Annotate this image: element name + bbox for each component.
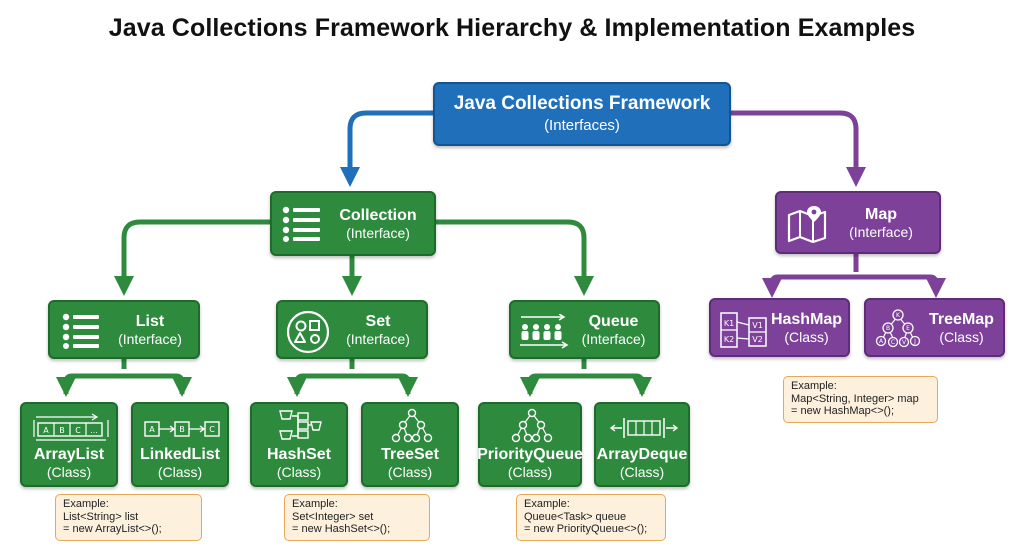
arraydeque-sub: (Class): [619, 463, 665, 480]
example-note-map-line-1: Example:: [791, 380, 837, 392]
linkedlist-sub: (Class): [157, 463, 203, 480]
map-interface-node: Map (Interface): [775, 191, 941, 254]
arrow-collection-to-queue: [436, 219, 594, 296]
example-note-map-line-2: Map<String, Integer> map: [791, 392, 919, 405]
arrow-list-branches: [63, 359, 185, 394]
arrow-root-to-collection: [340, 110, 433, 187]
example-note-set-line-3: = new HashSet<>();: [292, 523, 391, 535]
example-note-queue-line-3: = new PriorityQueue<>();: [524, 523, 648, 535]
root-node-name: Java Collections Framework: [453, 93, 711, 114]
treeset-name: TreeSet: [381, 445, 439, 463]
collection-interface-node: Collection (Interface): [270, 191, 436, 256]
map-sub: (Interface): [849, 223, 913, 240]
buckets-icon: [279, 410, 322, 440]
hashmap-icon-k2: K2: [724, 335, 734, 344]
diagram-title: Java Collections Framework Hierarchy & I…: [108, 14, 916, 42]
array-icon: A B C ...: [33, 413, 109, 441]
arrow-map-branches: [769, 254, 939, 290]
arraylist-icon-more: ...: [90, 426, 98, 435]
example-note-set-line-1: Example:: [292, 498, 338, 510]
collection-name: Collection: [339, 206, 417, 224]
queue-name: Queue: [588, 312, 639, 330]
arrow-queue-branches: [527, 359, 645, 394]
hashmap-name: HashMap: [770, 310, 843, 328]
example-note-set: Example: Set<Integer> set = new HashSet<…: [284, 494, 430, 541]
set-sub: (Interface): [346, 330, 410, 347]
treemap-icon-j: J: [913, 338, 916, 345]
treemap-name: TreeMap: [929, 310, 994, 328]
example-note-map-line-3: = new HashMap<>();: [791, 405, 895, 417]
example-note-list-line-1: Example:: [63, 498, 109, 510]
hashmap-class-node: K1 V1 K2 V2 HashMap (Class): [709, 298, 850, 357]
treeset-class-node: TreeSet (Class): [361, 402, 459, 487]
example-note-map: Example: Map<String, Integer> map = new …: [783, 376, 938, 423]
list-icon: [282, 206, 320, 242]
priorityqueue-name: PriorityQueue: [477, 445, 583, 463]
arraydeque-class-node: ArrayDeque (Class): [594, 402, 690, 487]
example-note-set-line-2: Set<Integer> set: [292, 510, 374, 523]
example-note-list-line-2: List<String> list: [63, 510, 139, 523]
priorityqueue-sub: (Class): [507, 463, 553, 480]
treemap-icon-b: B: [886, 325, 890, 332]
linkedlist-icon-c: C: [209, 425, 215, 434]
hashset-class-node: HashSet (Class): [250, 402, 348, 487]
arrow-collection-to-list: [114, 219, 270, 296]
linkedlist-name: LinkedList: [139, 445, 220, 463]
hashset-name: HashSet: [266, 445, 332, 463]
example-note-queue: Example: Queue<Task> queue = new Priorit…: [516, 494, 666, 541]
key-value-icon: K1 V1 K2 V2: [720, 312, 767, 348]
arraylist-sub: (Class): [46, 463, 92, 480]
map-name: Map: [865, 205, 897, 223]
treemap-icon-v: V: [902, 339, 907, 346]
arrow-root-to-map: [731, 110, 866, 187]
queue-interface-node: Queue (Interface): [509, 300, 660, 359]
deque-icon: [610, 418, 678, 438]
treemap-icon-c: C: [891, 339, 895, 346]
arrow-set-branches: [294, 359, 411, 394]
arraylist-class-node: A B C ... ArrayList (Class): [20, 402, 118, 487]
list-interface-node: List (Interface): [48, 300, 200, 359]
treemap-icon-a: A: [879, 338, 884, 345]
hashset-sub: (Class): [276, 463, 322, 480]
map-icon: [787, 206, 827, 243]
root-node-java-collections-framework: Java Collections Framework (Interfaces): [433, 82, 731, 146]
list-sub: (Interface): [118, 330, 182, 347]
linkedlist-class-node: A B C LinkedList (Class): [131, 402, 229, 487]
arraylist-name: ArrayList: [33, 445, 105, 463]
linkedlist-icon-b: B: [179, 425, 185, 434]
list-icon: [62, 313, 99, 349]
linked-list-icon: A B C: [144, 421, 220, 437]
hashmap-icon-v2: V2: [752, 335, 763, 344]
heap-tree-icon: [511, 408, 553, 443]
tree-icon: [391, 408, 433, 443]
shapes-icon: [286, 310, 330, 354]
example-note-list-line-3: = new ArrayList<>();: [63, 523, 162, 535]
treeset-sub: (Class): [387, 463, 433, 480]
queue-sub: (Interface): [581, 330, 646, 347]
treemap-icon-e: E: [906, 325, 910, 332]
list-name: List: [135, 312, 165, 330]
linkedlist-icon-a: A: [149, 425, 155, 434]
example-note-queue-line-1: Example:: [524, 498, 570, 510]
set-interface-node: Set (Interface): [276, 300, 428, 359]
treemap-sub: (Class): [939, 328, 984, 345]
hashmap-icon-k1: K1: [724, 319, 734, 328]
people-queue-icon: [520, 314, 569, 349]
hashmap-sub: (Class): [784, 328, 829, 345]
collection-sub: (Interface): [346, 224, 410, 241]
treemap-icon-k: K: [896, 312, 901, 319]
hashmap-icon-v1: V1: [752, 321, 763, 330]
example-note-list: Example: List<String> list = new ArrayLi…: [55, 494, 202, 541]
root-node-sub: (Interfaces): [544, 117, 620, 134]
arraylist-icon-b: B: [59, 426, 65, 435]
example-note-queue-line-2: Queue<Task> queue: [524, 510, 627, 523]
treemap-class-node: K B E A C V J TreeMap (Class): [864, 298, 1005, 357]
arraylist-icon-a: A: [43, 426, 49, 435]
arraydeque-name: ArrayDeque: [596, 445, 688, 463]
priorityqueue-class-node: PriorityQueue (Class): [477, 402, 583, 487]
arraylist-icon-c: C: [75, 426, 81, 435]
tree-map-icon: K B E A C V J: [875, 309, 921, 348]
set-name: Set: [365, 312, 391, 330]
